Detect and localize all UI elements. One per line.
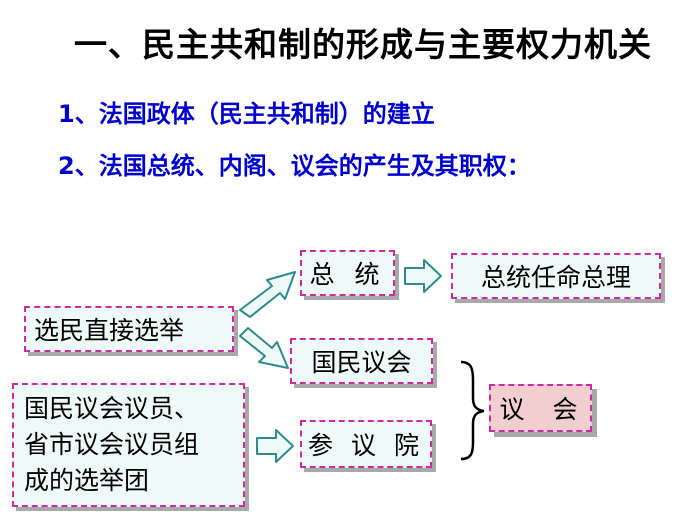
point-2: 2、法国总统、内阁、议会的产生及其职权： xyxy=(58,152,531,180)
point-1: 1、法国政体（民主共和制）的建立 xyxy=(58,100,435,128)
appoint-premier-box: 总统任命总理 xyxy=(451,253,661,299)
arrow-to-appoint xyxy=(404,259,442,293)
senate-box: 参 议 院 xyxy=(300,420,432,468)
electors-line: 成的选举团 xyxy=(24,466,150,495)
president-box: 总 统 xyxy=(300,250,395,296)
electoral-college-box: 国民议会议员、 省市议会议员组 成的选举团 xyxy=(12,383,245,507)
arrow-to-president xyxy=(239,271,296,318)
national-assembly-box: 国民议会 xyxy=(290,338,433,384)
electors-line: 国民议会议员、 xyxy=(24,394,200,423)
electors-line: 省市议会议员组 xyxy=(24,430,200,459)
slide-title: 一、民主共和制的形成与主要权力机关 xyxy=(74,25,652,64)
arrow-to-senate xyxy=(256,429,294,463)
voters-box: 选民直接选举 xyxy=(24,306,234,352)
brace xyxy=(460,360,485,461)
arrow-to-assembly xyxy=(239,327,289,369)
parliament-box: 议 会 xyxy=(489,384,592,432)
